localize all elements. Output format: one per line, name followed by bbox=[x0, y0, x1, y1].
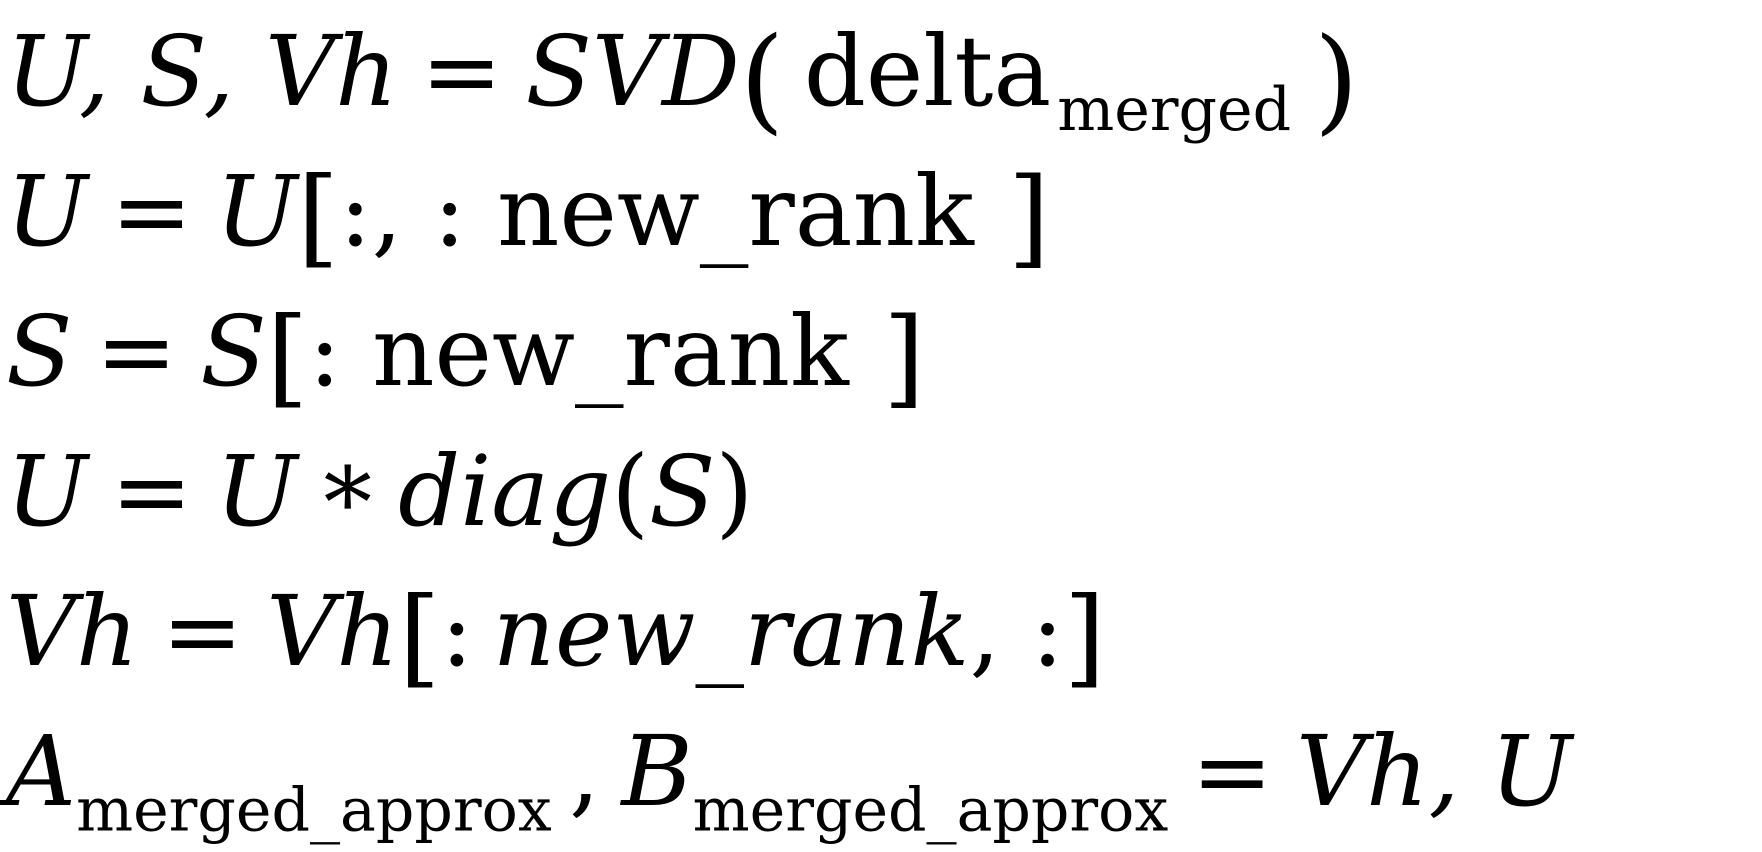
open-paren: ( bbox=[611, 435, 650, 548]
new-rank-label: new_rank bbox=[372, 295, 849, 408]
b-subscript: merged_approx bbox=[692, 775, 1169, 846]
lhs-variable: S bbox=[6, 295, 73, 408]
close-paren: ) bbox=[715, 435, 754, 548]
open-paren: ( bbox=[739, 12, 785, 146]
multiply-operator: ∗ bbox=[314, 427, 381, 541]
equation-line-u-scale: U=U∗diag(S) bbox=[6, 422, 1762, 562]
rhs-variable: U bbox=[215, 435, 298, 548]
slice-index: :, : bbox=[338, 155, 466, 268]
s-arg: S bbox=[649, 435, 716, 548]
b-variable: B bbox=[621, 715, 693, 828]
equation-line-s-slice: S=S[:new_rank] bbox=[6, 282, 1762, 422]
equals-sign: = bbox=[161, 575, 244, 688]
delta-arg: delta bbox=[803, 15, 1052, 128]
a-subscript: merged_approx bbox=[76, 775, 552, 846]
rhs-variable: S bbox=[200, 295, 267, 408]
a-variable: A bbox=[6, 715, 77, 828]
equals-sign: = bbox=[111, 435, 193, 548]
slice-index: : bbox=[308, 295, 342, 408]
lhs-variables: U, S, Vh bbox=[6, 15, 398, 128]
equals-sign: = bbox=[420, 15, 503, 128]
equation-line-result: Amerged_approx,Bmerged_approx =Vh, U bbox=[6, 702, 1762, 846]
close-paren: ) bbox=[1313, 12, 1359, 146]
equals-sign: = bbox=[1191, 715, 1273, 828]
equals-sign: = bbox=[111, 155, 193, 268]
slice-index: : bbox=[440, 575, 474, 688]
diag-function: diag bbox=[398, 435, 612, 548]
lhs-variable: Vh bbox=[6, 575, 139, 688]
lhs-variable: U bbox=[6, 155, 88, 268]
open-bracket: [ bbox=[297, 155, 339, 280]
close-bracket: ] bbox=[1063, 575, 1106, 700]
equation-line-vh-slice: Vh=Vh[:new_rank, :] bbox=[6, 562, 1762, 702]
open-bracket: [ bbox=[398, 575, 441, 700]
close-bracket: ] bbox=[1008, 155, 1050, 280]
open-bracket: [ bbox=[266, 295, 309, 420]
new-rank-label: new_rank bbox=[497, 155, 974, 268]
slice-suffix: , : bbox=[969, 575, 1064, 688]
comma-separator: , bbox=[569, 715, 600, 828]
merged-subscript: merged bbox=[1057, 75, 1292, 146]
svd-function: SVD bbox=[525, 15, 740, 128]
new-rank-label: new_rank bbox=[492, 575, 970, 688]
equation-line-svd: U, S, Vh=SVD(deltamerged) bbox=[6, 2, 1762, 146]
equals-sign: = bbox=[95, 295, 177, 408]
close-bracket: ] bbox=[883, 295, 925, 420]
rhs-variable: U bbox=[215, 155, 298, 268]
rhs-variables: Vh, U bbox=[1296, 715, 1573, 828]
rhs-variable: Vh bbox=[266, 575, 399, 688]
lhs-variable: U bbox=[6, 435, 88, 548]
equation-line-u-slice: U=U[:, :new_rank] bbox=[6, 142, 1762, 282]
